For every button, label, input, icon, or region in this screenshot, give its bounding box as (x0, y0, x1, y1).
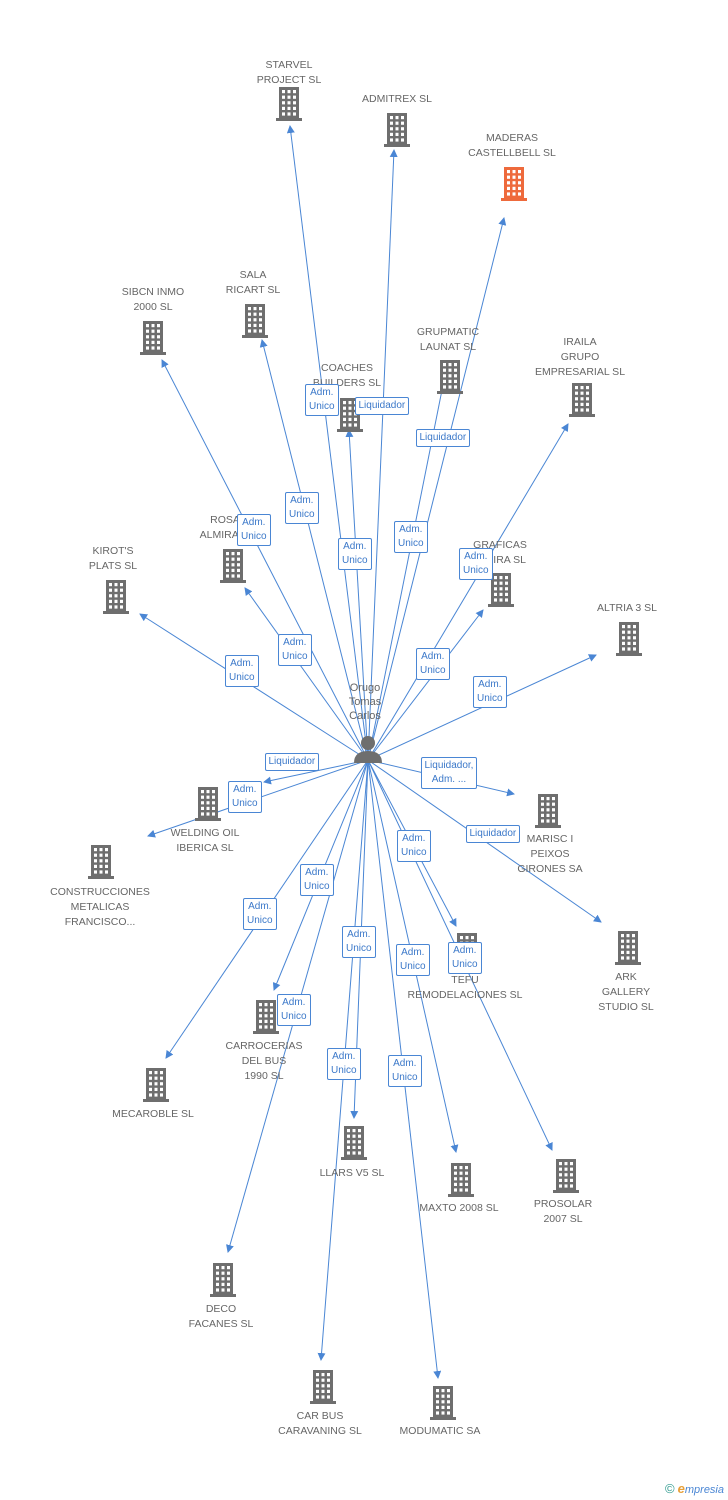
relation-label-admitrex: Liquidador (354, 397, 410, 415)
relation-label-graficas: Adm. Unico (416, 648, 450, 680)
relation-label-tefu: Adm. Unico (397, 830, 431, 862)
relation-label-deco: Adm. Unico (277, 994, 311, 1026)
relation-label-welding: Liquidador (264, 753, 320, 771)
company-label-ark[interactable]: ARK GALLERY STUDIO SL (598, 971, 654, 1013)
relation-label-rosa: Adm. Unico (278, 634, 312, 666)
relation-label-ark: Liquidador (465, 825, 521, 843)
company-label-sibcn[interactable]: SIBCN INMO 2000 SL (121, 286, 185, 313)
company-label-construcciones[interactable]: CONSTRUCCIONES METALICAS FRANCISCO... (50, 886, 150, 928)
company-label-maxto[interactable]: MAXTO 2008 SL (419, 1202, 499, 1214)
building-icon-maxto[interactable] (448, 1163, 474, 1197)
relation-label-sibcn: Adm. Unico (237, 514, 271, 546)
building-icon-grupmatic[interactable] (437, 360, 463, 394)
edge-starvel (286, 125, 369, 761)
edge-iraila (367, 423, 569, 761)
company-label-prosolar[interactable]: PROSOLAR 2007 SL (533, 1198, 593, 1225)
relation-label-mecaroble: Adm. Unico (243, 898, 277, 930)
relation-label-coaches: Adm. Unico (338, 538, 372, 570)
building-icon-welding[interactable] (195, 787, 221, 821)
relation-label-kirots: Adm. Unico (225, 655, 259, 687)
relation-label-carbus: Adm. Unico (327, 1048, 361, 1080)
building-icon-deco[interactable] (210, 1263, 236, 1297)
relation-label-prosolar: Adm. Unico (448, 942, 482, 974)
company-label-altria[interactable]: ALTRIA 3 SL (597, 602, 657, 614)
relation-label-llars: Adm. Unico (342, 926, 376, 958)
building-icon-rosa[interactable] (220, 549, 246, 583)
relation-label-maderas: Liquidador (415, 429, 471, 447)
company-label-marisc[interactable]: MARISC I PEIXOS GIRONES SA (517, 833, 583, 875)
building-icon-mecaroble[interactable] (143, 1068, 169, 1102)
relation-label-altria: Adm. Unico (473, 676, 507, 708)
company-label-graficas[interactable]: GRAFICAS ALZIRA SL (473, 539, 527, 566)
footer-brand: © empresia (665, 1481, 724, 1496)
building-icon-carrocerias[interactable] (253, 1000, 279, 1034)
building-icon-altria[interactable] (616, 622, 642, 656)
edge-maderas (367, 217, 507, 761)
company-label-tefu[interactable]: TEFU REMODELACIONES SL (407, 974, 523, 1001)
company-label-carrocerias[interactable]: CARROCERIAS DEL BUS 1990 SL (225, 1040, 303, 1082)
company-label-sala[interactable]: SALA RICART SL (225, 269, 281, 296)
edge-graficas (367, 609, 484, 761)
relation-label-construcciones: Adm. Unico (228, 781, 262, 813)
company-label-coaches[interactable]: COACHES BUILDERS SL (312, 362, 382, 389)
building-icon-marisc[interactable] (535, 794, 561, 828)
company-label-llars[interactable]: LLARS V5 SL (319, 1167, 385, 1179)
company-label-deco[interactable]: DECO FACANES SL (188, 1303, 254, 1330)
edge-welding (263, 759, 369, 785)
relation-label-grupmatic: Adm. Unico (394, 521, 428, 553)
company-label-modumatic[interactable]: MODUMATIC SA (399, 1425, 481, 1437)
building-icon-kirots[interactable] (103, 580, 129, 614)
company-label-starvel[interactable]: STARVEL PROJECT SL (256, 59, 322, 86)
building-icon-carbus[interactable] (310, 1370, 336, 1404)
edge-sala (259, 339, 369, 761)
building-icon-maderas[interactable] (501, 167, 527, 201)
relation-label-sala: Adm. Unico (285, 492, 319, 524)
building-icon-ark[interactable] (615, 931, 641, 965)
person-icon[interactable] (354, 736, 382, 763)
edge-kirots (139, 613, 369, 761)
building-icon-admitrex[interactable] (384, 113, 410, 147)
copyright-icon: © (664, 1481, 675, 1496)
building-icon-llars[interactable] (341, 1126, 367, 1160)
building-icon-sala[interactable] (242, 304, 268, 338)
relation-label-modumatic: Adm. Unico (388, 1055, 422, 1087)
relation-label-iraila: Adm. Unico (459, 548, 493, 580)
company-label-kirots[interactable]: KIROT'S PLATS SL (88, 545, 138, 572)
relation-label-carrocerias: Adm. Unico (300, 864, 334, 896)
edge-rosa (244, 587, 369, 761)
building-icon-iraila[interactable] (569, 383, 595, 417)
edge-sibcn (161, 359, 369, 761)
relation-label-marisc: Liquidador, Adm. ... (420, 757, 478, 789)
building-icon-starvel[interactable] (276, 87, 302, 121)
edge-admitrex (367, 149, 398, 761)
company-label-iraila[interactable]: IRAILA GRUPO EMPRESARIAL SL (534, 336, 626, 378)
brand-logo-initial: e (677, 1481, 685, 1496)
company-label-welding[interactable]: WELDING OIL IBERICA SL (170, 827, 240, 854)
building-icon-sibcn[interactable] (140, 321, 166, 355)
relation-label-starvel: Adm. Unico (305, 384, 339, 416)
edge-coaches (345, 429, 369, 761)
brand-logo-text: mpresia (684, 1484, 724, 1496)
company-label-maderas[interactable]: MADERAS CASTELLBELL SL (468, 132, 556, 159)
building-icon-modumatic[interactable] (430, 1386, 456, 1420)
building-icon-graficas[interactable] (488, 573, 514, 607)
building-icon-construcciones[interactable] (88, 845, 114, 879)
center-person-label: Orugo Tomas Carlos (348, 682, 382, 722)
company-label-admitrex[interactable]: ADMITREX SL (361, 93, 432, 105)
company-label-grupmatic[interactable]: GRUPMATIC LAUNAT SL (416, 326, 480, 353)
building-icon-prosolar[interactable] (553, 1159, 579, 1193)
relation-label-maxto: Adm. Unico (396, 944, 430, 976)
company-label-mecaroble[interactable]: MECAROBLE SL (112, 1108, 194, 1120)
company-label-carbus[interactable]: CAR BUS CARAVANING SL (278, 1410, 362, 1437)
